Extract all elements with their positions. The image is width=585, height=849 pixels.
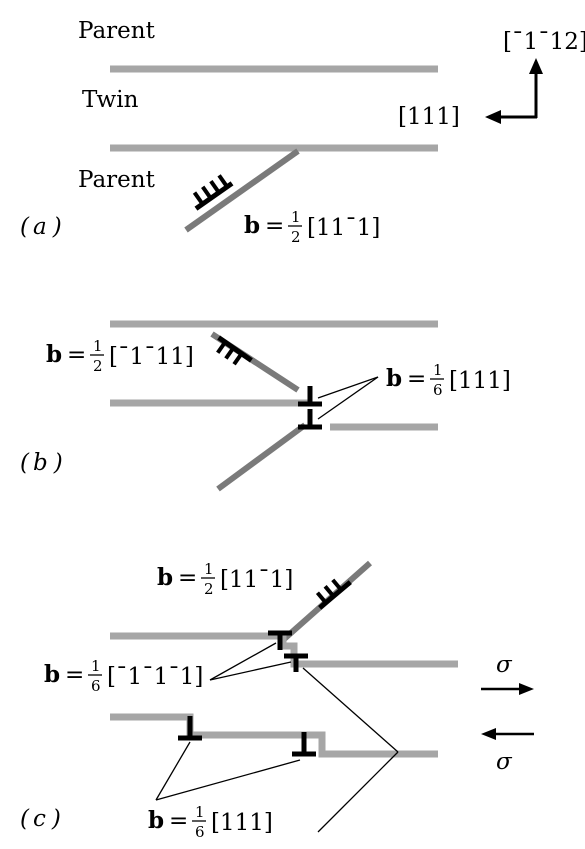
svg-text:=: = <box>265 213 284 239</box>
dislocation-symbol-icon <box>216 335 253 366</box>
axes-indicator: [¯1¯12] [111] <box>398 29 585 130</box>
svg-text:b: b <box>46 341 62 368</box>
twin-label: Twin <box>82 87 139 113</box>
svg-text:1: 1 <box>204 560 214 578</box>
leader-line <box>317 751 399 833</box>
direction-vertical-label: [¯1¯12] <box>503 29 585 55</box>
twin-boundary-lower-c <box>110 713 438 758</box>
svg-text:b: b <box>157 564 173 591</box>
leader-line <box>209 642 277 681</box>
burgers-vector-b-right: b = 1 6 [111] <box>386 361 511 399</box>
arrowhead-left-icon <box>485 110 501 124</box>
leader-line <box>209 661 292 681</box>
arrowhead-up-icon <box>529 58 543 74</box>
svg-text:6: 6 <box>433 381 443 399</box>
parent-top-label: Parent <box>78 18 156 44</box>
panel-c-label: (c) <box>20 806 61 832</box>
svg-text:[¯1¯1¯1]: [¯1¯1¯1] <box>107 664 203 690</box>
panel-b-label: (b) <box>20 450 63 476</box>
partial-dislocation-icon <box>284 653 308 672</box>
applied-stress: σ σ <box>481 652 534 775</box>
burgers-vector-c-top: b = 1 2 [11¯1] <box>157 560 293 598</box>
svg-text:1: 1 <box>433 361 443 379</box>
arrowhead-left-icon <box>481 728 496 740</box>
panel-c: b = 1 2 [11¯1] <box>20 560 534 841</box>
svg-text:[11¯1]: [11¯1] <box>220 567 293 593</box>
svg-text:1: 1 <box>195 803 205 821</box>
partial-dislocation-icon <box>178 716 202 741</box>
leader-line <box>302 667 399 753</box>
direction-horizontal-label: [111] <box>398 104 460 130</box>
partial-dislocation-lower-icon <box>298 409 322 430</box>
svg-text:6: 6 <box>195 823 205 841</box>
panel-a-label: (a) <box>20 214 62 240</box>
svg-text:=: = <box>65 662 84 688</box>
svg-text:=: = <box>407 366 426 392</box>
svg-text:b: b <box>386 365 402 392</box>
partial-dislocation-icon <box>292 732 316 757</box>
burgers-vector-c-bottom: b = 1 6 [111] <box>148 803 273 841</box>
stress-label-bottom: σ <box>496 749 513 775</box>
svg-text:=: = <box>169 808 188 834</box>
svg-text:[111]: [111] <box>449 368 511 394</box>
svg-text:=: = <box>178 565 197 591</box>
svg-text:6: 6 <box>91 677 101 695</box>
svg-text:2: 2 <box>291 228 301 246</box>
svg-text:[111]: [111] <box>211 810 273 836</box>
svg-text:=: = <box>67 342 86 368</box>
svg-text:2: 2 <box>204 580 214 598</box>
partial-dislocation-icon <box>268 630 292 650</box>
dislocation-symbol-icon <box>192 174 234 211</box>
burgers-vector-c-left: b = 1 6 [¯1¯1¯1] <box>44 657 203 695</box>
burgers-vector-b-left: b = 1 2 [¯1¯11] <box>46 337 194 375</box>
incoming-slip-line <box>184 148 300 233</box>
parent-bottom-label: Parent <box>78 167 156 193</box>
svg-text:b: b <box>244 212 260 239</box>
leader-line <box>155 741 191 801</box>
incoming-slip-line-b <box>216 422 307 492</box>
leader-line <box>317 376 379 420</box>
svg-text:2: 2 <box>93 357 103 375</box>
leader-line <box>155 759 301 801</box>
twin-boundary-upper-c <box>110 632 458 668</box>
svg-text:b: b <box>44 661 60 688</box>
leader-line <box>317 376 379 399</box>
arrowhead-right-icon <box>519 683 534 695</box>
svg-text:[¯1¯11]: [¯1¯11] <box>109 344 194 370</box>
panel-b: b = 1 2 [¯1¯11] b = 1 6 [111] (b) <box>20 320 511 492</box>
dislocation-symbol-icon <box>315 578 352 610</box>
partial-dislocation-upper-icon <box>298 386 322 407</box>
svg-text:1: 1 <box>91 657 101 675</box>
svg-text:b: b <box>148 807 164 834</box>
stress-label-top: σ <box>496 652 513 678</box>
burgers-vector-a: b = 1 2 [11¯1] <box>244 208 380 246</box>
panel-a: Parent Twin Parent [¯1¯12] [111] (a) b = <box>20 18 585 246</box>
svg-text:[11¯1]: [11¯1] <box>307 215 380 241</box>
svg-text:1: 1 <box>291 208 301 226</box>
svg-text:1: 1 <box>93 337 103 355</box>
